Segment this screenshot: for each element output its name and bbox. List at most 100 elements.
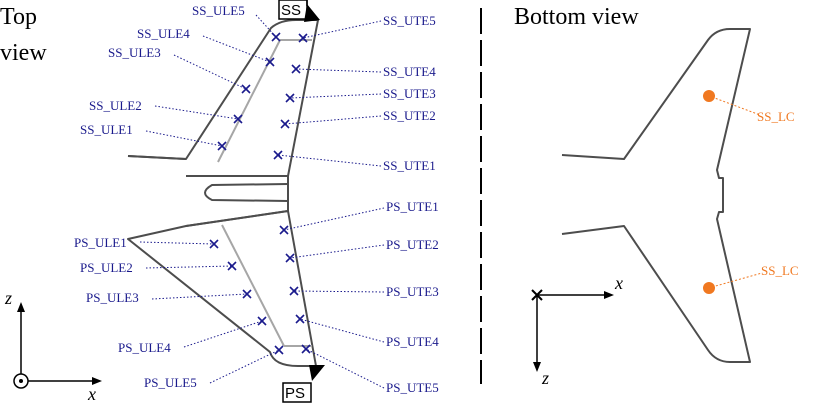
sensor-ss-ule4: SS_ULE4 — [137, 26, 275, 67]
sensor-label: PS_UTE1 — [386, 199, 439, 214]
bottom-view-panel: Bottom view SS_LC SS_LC x z — [514, 4, 799, 388]
sensor-ss-ute1: SS_UTE1 — [273, 150, 436, 173]
load-cell-upper-leader — [711, 96, 761, 116]
sensor-ss-ule2: SS_ULE2 — [89, 98, 243, 124]
bottom-view-axes: x z — [531, 273, 623, 388]
sensor-ss-ule1: SS_ULE1 — [80, 122, 227, 151]
sensor-leader-line — [289, 93, 382, 99]
sensor-label: SS_UTE4 — [383, 64, 436, 79]
hub-pod — [204, 183, 289, 202]
sensor-ss-ule5: SS_ULE5 — [192, 3, 281, 42]
sensor-leader-line — [283, 207, 385, 231]
sensor-label: PS_UTE3 — [386, 284, 439, 299]
sensor-ss-ule3: SS_ULE3 — [108, 45, 251, 94]
cross-icon — [289, 286, 299, 296]
cross-icon — [274, 345, 284, 355]
sensor-ps-ute1: PS_UTE1 — [279, 199, 439, 235]
sensor-ps-ute5: PS_UTE5 — [301, 344, 439, 395]
cross-icon — [241, 84, 251, 94]
cross-icon — [273, 150, 283, 160]
load-cell-upper-label: SS_LC — [757, 109, 795, 124]
sensor-label: SS_ULE4 — [137, 26, 190, 41]
ss-arrow-icon — [304, 4, 320, 22]
sensor-leader-line — [305, 348, 385, 389]
sensor-ss-ute2: SS_UTE2 — [280, 108, 436, 129]
sensor-ps-ute2: PS_UTE2 — [285, 237, 439, 263]
sensor-leader-line — [289, 244, 385, 259]
sensor-label: SS_UTE3 — [383, 86, 436, 101]
sensor-leader-line — [293, 290, 385, 293]
cross-icon — [285, 253, 295, 263]
sensor-ps-ule1: PS_ULE1 — [74, 235, 219, 250]
sensor-label: SS_UTE1 — [383, 158, 436, 173]
sensor-label: SS_ULE5 — [192, 3, 245, 18]
ss-spar — [217, 39, 281, 163]
sensor-ps-ule4: PS_ULE4 — [118, 316, 267, 355]
bottom-x-axis-label: x — [614, 273, 623, 293]
load-cell-lower: SS_LC — [703, 263, 799, 294]
sensor-label: PS_ULE1 — [74, 235, 127, 250]
sensor-ss-ute4: SS_UTE4 — [291, 64, 436, 79]
sensor-label: SS_ULE1 — [80, 122, 133, 137]
sensor-ps-ule2: PS_ULE2 — [80, 260, 237, 275]
sensor-label: PS_ULE5 — [144, 375, 197, 390]
sensor-ps-ule5: PS_ULE5 — [144, 345, 284, 390]
sensor-ss-ute3: SS_UTE3 — [285, 86, 436, 103]
sensor-layer: SS_ULE5SS_ULE4SS_ULE3SS_ULE2SS_ULE1SS_UT… — [74, 3, 439, 395]
sensor-leader-line — [154, 105, 239, 120]
cross-icon — [298, 33, 308, 43]
cross-icon — [217, 141, 227, 151]
bottom-view-outline — [561, 28, 751, 363]
cross-icon — [257, 316, 267, 326]
z-axis-arrow-icon — [17, 302, 25, 312]
top-view-axes: z x — [4, 288, 102, 404]
sensor-leader-line — [145, 130, 223, 147]
bottom-view-title: Bottom view — [514, 4, 639, 30]
sensor-label: PS_UTE2 — [386, 237, 439, 252]
sensor-leader-line — [209, 349, 280, 384]
sensor-leader-line — [183, 320, 263, 348]
top-view-title-line1: Top — [0, 4, 37, 30]
cross-icon — [291, 64, 301, 74]
sensor-ps-ule3: PS_ULE3 — [86, 289, 252, 305]
sensor-leader-line — [173, 54, 247, 90]
ss-box: SS — [278, 0, 320, 22]
load-cell-upper: SS_LC — [703, 90, 795, 124]
sensor-ss-ute5: SS_UTE5 — [298, 13, 436, 43]
cross-icon — [301, 344, 311, 354]
sensor-label: PS_ULE2 — [80, 260, 133, 275]
ss-root-edge — [127, 155, 187, 160]
sensor-leader-line — [299, 318, 385, 343]
ss-box-label: SS — [281, 2, 301, 19]
cross-icon — [242, 289, 252, 299]
top-x-axis-label: x — [87, 384, 96, 404]
sensor-label: SS_UTE2 — [383, 108, 436, 123]
sensor-label: SS_ULE2 — [89, 98, 142, 113]
sensor-leader-line — [202, 35, 271, 63]
sensor-label: PS_UTE5 — [386, 380, 439, 395]
load-cell-lower-leader — [711, 272, 763, 288]
sensor-leader-line — [302, 20, 382, 39]
cross-icon — [280, 119, 290, 129]
cross-icon — [233, 114, 243, 124]
cross-icon — [271, 32, 281, 42]
bottom-z-axis-arrow-icon — [533, 362, 541, 372]
top-view-panel: Top view SS PS SS_ULE5SS_ULE4SS_ULE3SS_U… — [0, 0, 439, 404]
ps-arrow-icon — [309, 365, 325, 381]
sensor-label: PS_UTE4 — [386, 334, 439, 349]
cross-icon — [209, 239, 219, 249]
bottom-z-axis-label: z — [541, 368, 549, 388]
load-cell-upper-dot-icon — [703, 90, 715, 102]
ps-box: PS — [282, 365, 325, 403]
ps-spar — [221, 224, 285, 347]
sensor-leader-line — [277, 154, 382, 167]
cross-icon — [279, 225, 289, 235]
load-cell-lower-dot-icon — [703, 282, 715, 294]
top-z-axis-label: z — [4, 288, 12, 308]
bottom-x-axis-arrow-icon — [604, 291, 614, 299]
ps-box-label: PS — [285, 385, 305, 402]
sensor-ps-ute4: PS_UTE4 — [295, 314, 439, 349]
cross-icon — [227, 261, 237, 271]
x-axis-arrow-icon — [92, 377, 102, 385]
